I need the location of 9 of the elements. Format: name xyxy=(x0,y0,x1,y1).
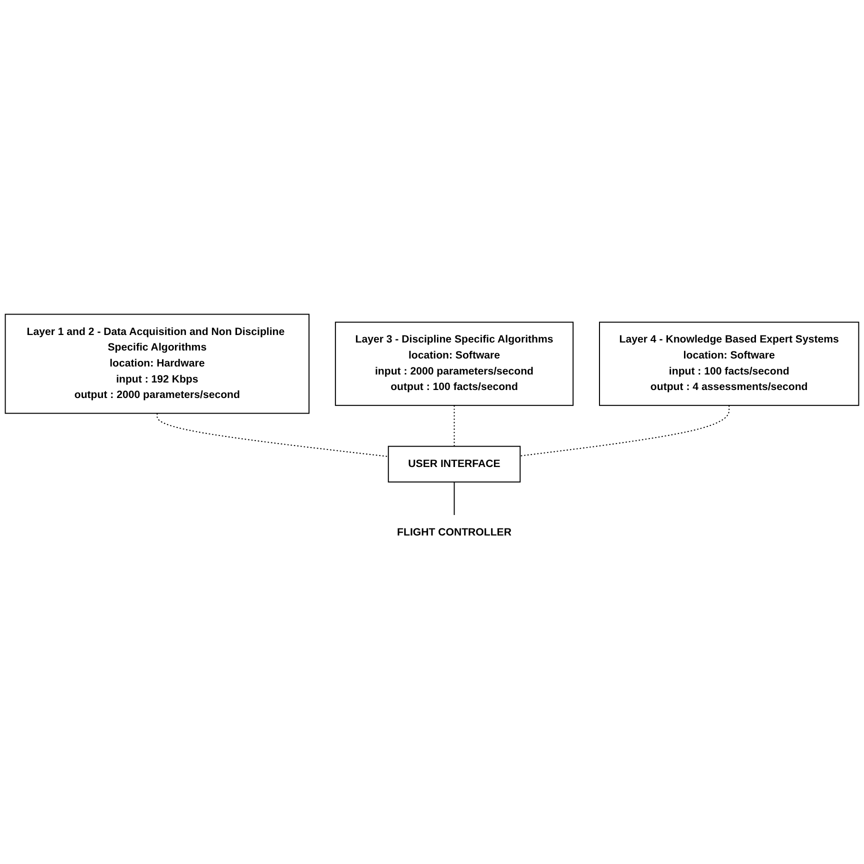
node-box: Layer 1 and 2 - Data Acquisition and Non Discipline Specific Algorithms location: Hardware input : 192 Kbps output : 2000 parameters/second xyxy=(4,313,310,414)
connector xyxy=(454,404,455,446)
node-box: USER INTERFACE xyxy=(388,445,521,482)
node-box: Layer 3 - Discipline Specific Algorithms location: Software input : 2000 parameters/second output : 100 facts/second xyxy=(334,321,574,406)
connector xyxy=(156,412,389,457)
node-text: FLIGHT CONTROLLER xyxy=(397,526,512,538)
connector xyxy=(454,481,455,516)
node-box: Layer 4 - Knowledge Based Expert Systems location: Software input : 100 facts/second output : 4 assessments/second xyxy=(599,321,860,406)
connector xyxy=(520,404,730,456)
